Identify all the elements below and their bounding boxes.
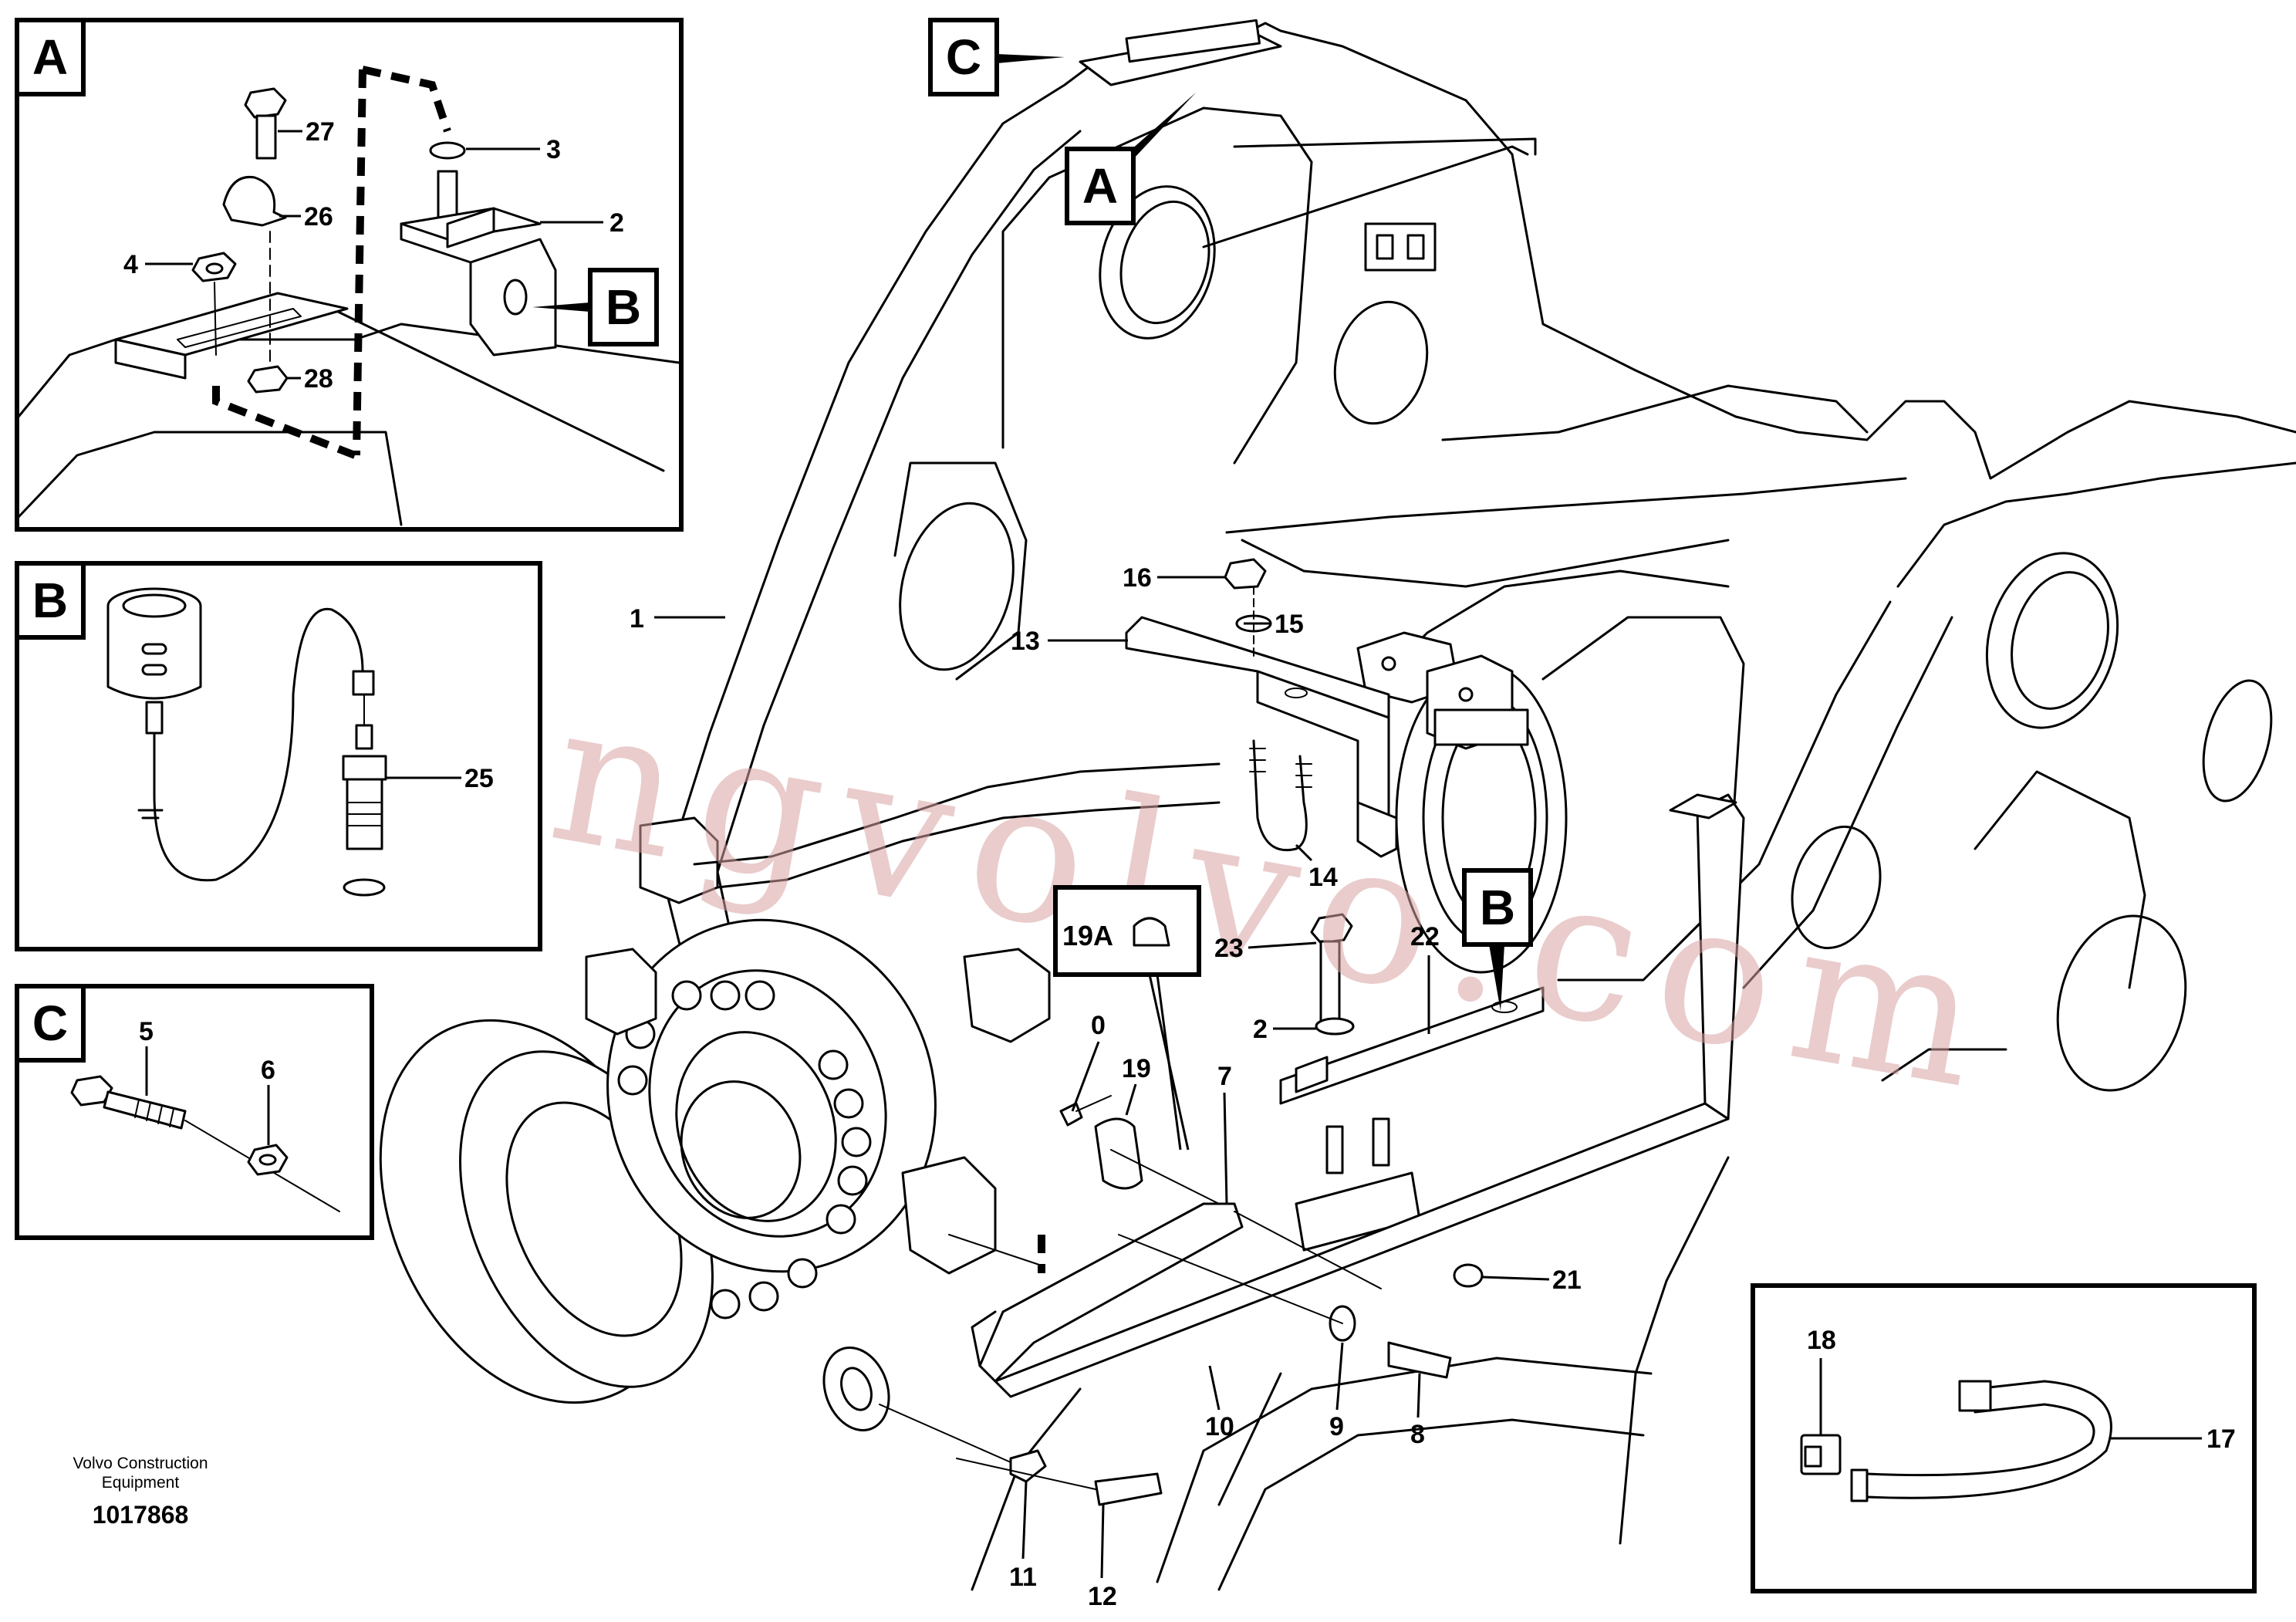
hub-bolts: [617, 980, 872, 1320]
part-8-label: 8: [1410, 1420, 1425, 1449]
callout-b-main: B: [1462, 868, 1533, 1011]
callout-c-main: C: [928, 18, 1065, 96]
part-14-label: 14: [1308, 863, 1338, 892]
part-7-label: 7: [1217, 1062, 1232, 1091]
main-part-labels: 1 16 15 13 14 23 2 22 0 19 7 21 10 9 8 1…: [630, 563, 1582, 1611]
part-16-label: 16: [1123, 563, 1152, 593]
panel-c: C 5 6: [15, 984, 374, 1240]
part-26-label: 26: [304, 202, 333, 231]
callout-19a-label: 19A: [1062, 920, 1113, 951]
part-13-label: 13: [1011, 627, 1040, 656]
part-4-label: 4: [123, 250, 138, 279]
callout-c-label: C: [946, 29, 981, 85]
panel-cable-tie: 18 17: [1751, 1283, 2257, 1593]
main-assembly-drawing: [662, 19, 2296, 1591]
part-12-label: 12: [1088, 1582, 1117, 1611]
part-17-label: 17: [2207, 1424, 2236, 1454]
callout-19a: 19A: [1053, 885, 1201, 1151]
part-28-label: 28: [304, 364, 333, 394]
credit-line-1: Volvo Construction: [73, 1455, 208, 1472]
part-15-label: 15: [1275, 610, 1304, 639]
part-10-label: 10: [1205, 1412, 1234, 1441]
part-22-label: 22: [1410, 922, 1440, 951]
part-5-label: 5: [139, 1017, 154, 1046]
part-2-label: 2: [609, 208, 624, 238]
part-1-label: 1: [630, 604, 644, 634]
part-21-label: 21: [1552, 1265, 1582, 1295]
panel-a: A 27 26: [15, 18, 684, 532]
part-19-label: 19: [1122, 1054, 1151, 1083]
part-9-label: 9: [1329, 1412, 1344, 1441]
document-number: 1017868: [93, 1501, 189, 1529]
callout-b-label: B: [1480, 880, 1515, 935]
panel-a-callout-b: B: [606, 279, 641, 335]
panel-a-label: A: [32, 29, 68, 85]
part-2-main-label: 2: [1253, 1015, 1268, 1044]
footer-credit: Volvo Construction Equipment 1017868: [73, 1455, 208, 1529]
panel-c-label: C: [32, 995, 68, 1051]
callout-a-main: A: [1065, 93, 1196, 225]
part-18-label: 18: [1807, 1326, 1836, 1355]
part-27-label: 27: [306, 117, 335, 147]
part-25-label: 25: [464, 764, 494, 793]
credit-line-2: Equipment: [102, 1474, 180, 1492]
part-3-label: 3: [546, 135, 561, 164]
part-20-label: 0: [1091, 1011, 1106, 1040]
part-23-label: 23: [1214, 934, 1244, 963]
part-6-label: 6: [261, 1056, 275, 1085]
part-11-label: 11: [1009, 1563, 1037, 1592]
panel-b: B 25: [15, 561, 542, 951]
callout-a-label: A: [1082, 158, 1118, 214]
panel-b-label: B: [32, 573, 68, 628]
bracket-assembly: [822, 558, 1745, 1506]
hub-assembly: [379, 762, 1221, 1404]
